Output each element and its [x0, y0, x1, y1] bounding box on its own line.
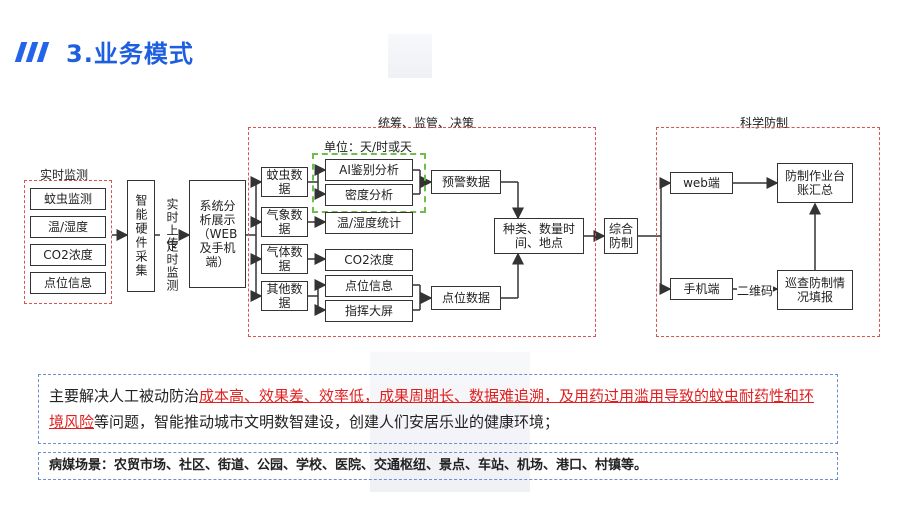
summary-box: 种类、数量时间、地点 — [494, 218, 584, 254]
sub-point-info: 点位信息 — [325, 275, 413, 297]
category-mosquito: 蚊虫数据 — [261, 167, 308, 197]
category-gas: 气体数据 — [261, 244, 308, 274]
web-box: web端 — [670, 172, 733, 194]
decorative-shape-bottom — [370, 352, 530, 492]
page-title: 3.业务模式 — [66, 40, 194, 68]
realtime-item-co2: CO2浓度 — [30, 244, 106, 266]
sub-density-analysis: 密度分析 — [325, 184, 413, 206]
scenes-box: 病媒场景：农贸市场、社区、街道、公园、学校、医院、交通枢纽、景点、车站、机场、港… — [38, 452, 838, 480]
science-group — [656, 127, 880, 337]
upload-line2: 定时监测 — [165, 240, 179, 292]
science-label: 科学防制 — [740, 116, 789, 130]
category-other: 其他数据 — [261, 281, 308, 311]
scenes-text: 病媒场景：农贸市场、社区、街道、公园、学校、医院、交通枢纽、景点、车站、机场、港… — [49, 458, 648, 473]
unit-label: 单位：天/时或天 — [324, 140, 413, 154]
point-data: 点位数据 — [431, 286, 501, 310]
hardware-box: 智能硬件采集 — [127, 180, 155, 292]
comprehensive-box: 综合防制 — [604, 218, 638, 254]
ledger-box: 防制作业台账汇总 — [777, 163, 853, 203]
realtime-group — [24, 180, 112, 304]
warning-data: 预警数据 — [431, 170, 501, 194]
realtime-item-mosquito: 蚊虫监测 — [30, 188, 106, 210]
qr-label: 二维码 — [737, 282, 774, 299]
info-prefix: 主要解决人工被动防治 — [49, 387, 200, 405]
plan-group — [248, 127, 596, 337]
plan-label: 统筹、监管、决策 — [378, 116, 475, 130]
category-weather: 气象数据 — [261, 207, 308, 237]
decorative-shape-top — [388, 34, 432, 78]
sub-temp-stats: 温/湿度统计 — [325, 212, 413, 234]
sub-command-screen: 指挥大屏 — [325, 300, 413, 322]
system-box: 系统分析展示（WEB及手机端） — [189, 180, 246, 288]
info-suffix: 等问题，智能推动城市文明数智建设，创建人们安居乐业的健康环境； — [94, 413, 560, 431]
info-highlight: 成本高、效果差、效率低，成果周期长、数据难追溯，及用药过用滥用导致的蚊虫耐药性和… — [49, 387, 815, 431]
realtime-label: 实时监测 — [40, 168, 89, 182]
upload-line1: 实时上传 — [165, 198, 179, 250]
sub-ai-analysis: AI鉴别分析 — [325, 159, 413, 181]
info-box: 主要解决人工被动防治成本高、效果差、效率低，成果周期长、数据难追溯，及用药过用滥… — [38, 374, 838, 444]
realtime-item-point: 点位信息 — [30, 272, 106, 294]
mobile-box: 手机端 — [670, 278, 733, 300]
sub-co2: CO2浓度 — [325, 249, 413, 271]
patrol-box: 巡查防制情况填报 — [777, 270, 853, 310]
realtime-item-temp: 温/湿度 — [30, 216, 106, 238]
